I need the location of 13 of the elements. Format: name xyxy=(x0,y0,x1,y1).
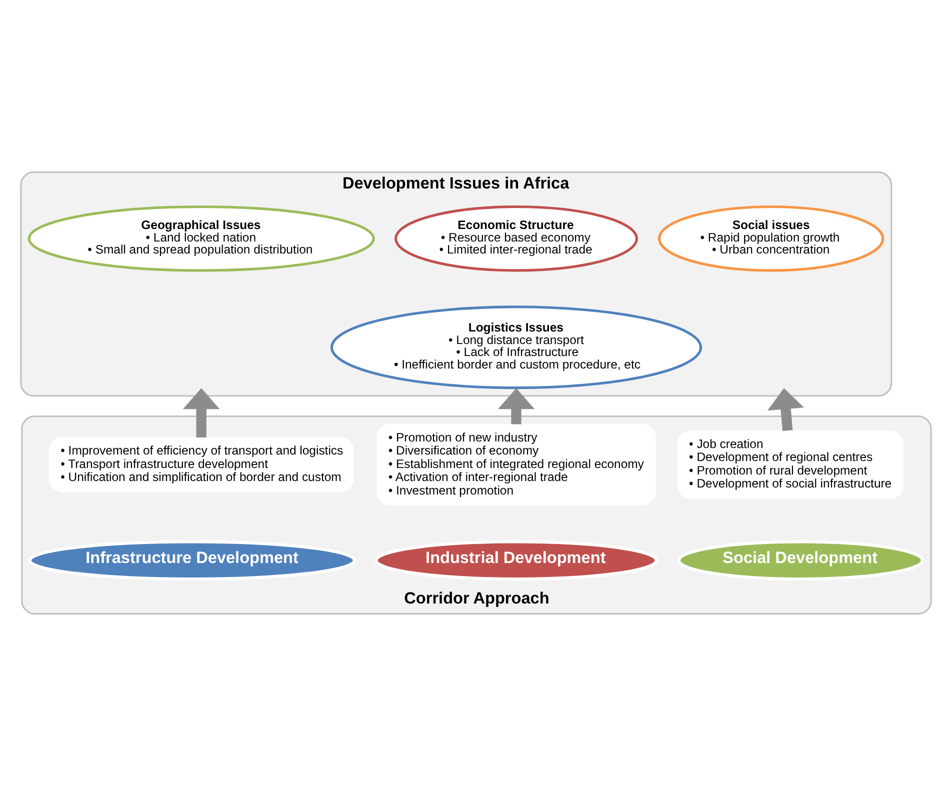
node-box: • Job creation • Development of regional centres • Promotion of rural development • Development of social infrastructure xyxy=(677,430,904,498)
node-ellipse: Geographical Issues • Land locked nation • Small and spread population distribution xyxy=(28,204,375,272)
node-box: • Promotion of new industry • Diversification of economy • Establishment of integrated regional economy • Activation of inter-regional trade • Investment promotion xyxy=(376,423,656,505)
arrow xyxy=(182,388,220,438)
node-ellipse: Infrastructure Development xyxy=(28,540,356,580)
node-box: • Improvement of efficiency of transport and logistics • Transport infrastructure development • Unification and simplification of border and custom xyxy=(48,436,354,492)
arrow xyxy=(498,388,535,424)
node-ellipse: Logistics Issues • Long distance transport • Lack of Infrastructure • Inefficient border and custom procedure, etc xyxy=(330,305,702,389)
node-ellipse: Social issues • Rapid population growth • Urban concentration xyxy=(658,204,884,272)
node-ellipse: Industrial Development xyxy=(374,540,658,580)
arrow xyxy=(767,388,804,431)
node-ellipse: Economic Structure • Resource based economy • Limited inter-regional trade xyxy=(394,204,638,272)
node-ellipse: Social Development xyxy=(677,540,924,580)
